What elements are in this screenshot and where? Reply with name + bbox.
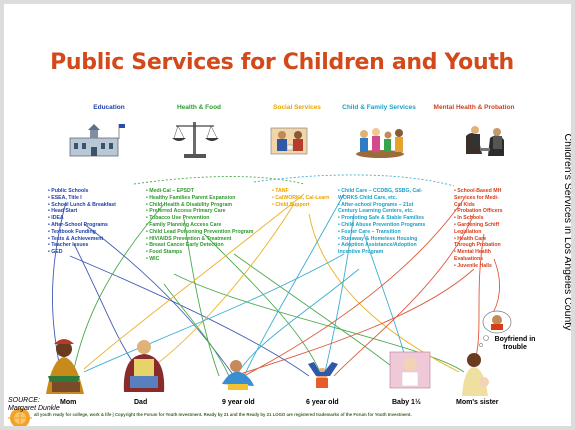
side-title: Children's Services in Los Angeles Count… (562, 133, 571, 331)
list-item: • After-School Programs (48, 221, 108, 228)
source-name: Margaret Dunkle (8, 405, 60, 412)
list-item: • Promoting Safe & Stable Families (338, 215, 424, 222)
list-item: WORKS Child Care, etc. (338, 194, 398, 201)
mom-figure-icon (46, 339, 84, 394)
member-label-moms-sister: Mom's sister (456, 399, 499, 406)
list-item: • Probation Officers (454, 208, 503, 215)
list-item: • Adoption Assistance/Adoption (338, 242, 417, 249)
boyfriend-label: Boyfriend in trouble (494, 336, 536, 351)
mental-health-list: • School-Based MH Services for Medi- Cal… (454, 188, 534, 270)
education-list: • Public Schools • ESEA, Title I • Schoo… (48, 188, 116, 256)
list-item: • Preferred Access Primary Care (146, 208, 226, 215)
list-item: • Healthy Families Parent Expansion (146, 194, 236, 201)
list-item: Through Probation (454, 242, 501, 249)
ready-by-21-logo-icon (8, 406, 32, 426)
list-item: • Child Support (272, 201, 310, 208)
list-item: • Textbook Funding (48, 228, 96, 235)
list-item: • IDEA (48, 215, 64, 222)
list-item: • Mental Health (454, 249, 491, 256)
member-label-dad: Dad (134, 399, 148, 406)
list-item: • Teacher Issues (48, 242, 89, 249)
category-social-services: Social Services (273, 104, 321, 111)
list-item: • CalWORKs, Cal-Learn (272, 194, 330, 201)
scale-of-justice-icon (172, 122, 219, 158)
diagram-art (8, 122, 512, 426)
list-item: • Tests & Achievement (48, 235, 104, 242)
category-health-food: Health & Food (176, 104, 222, 111)
list-item: Century Learning Centers, etc. (338, 208, 414, 215)
list-item: • TANF (272, 188, 289, 194)
list-item: Services for Medi- (454, 194, 499, 201)
list-item: • Child Abuse Prevention Programs (338, 221, 426, 228)
category-education: Education (93, 104, 125, 111)
list-item: • Head Start (48, 208, 78, 215)
category-mental-health: Mental Health & Probation (433, 104, 515, 111)
list-item: • Child Care – CCDBG, SSBG, Cal- (338, 188, 423, 194)
moms-sister-figure-icon (462, 353, 489, 396)
list-item: • WIC (146, 255, 160, 262)
list-item: • Foster Care – Transition (338, 228, 401, 235)
family-meeting-icon (356, 128, 404, 158)
list-item: Legislation (454, 228, 482, 235)
member-label-baby: Baby 1½ (392, 399, 421, 406)
member-label-nine-year-old: 9 year old (222, 399, 255, 406)
list-item: • In Schools (454, 215, 484, 222)
social-worker-icon (270, 127, 308, 155)
six-year-old-figure-icon (308, 362, 338, 388)
list-item: Cal Kids (454, 201, 475, 208)
source-credit: SOURCE: Margaret Dunkle (8, 397, 60, 413)
member-label-six-year-old: 6 year old (306, 399, 339, 406)
list-item: • Juvenile Halls (454, 262, 492, 269)
list-item: • Health Care (454, 235, 487, 242)
list-item: • HIV/AIDS Prevention & Treatment (146, 235, 232, 242)
list-item: • Tobacco Use Prevention (146, 215, 210, 222)
health-food-list: • Medi-Cal – EPSDT • Healthy Families Pa… (146, 188, 264, 263)
boyfriend-thought-bubble-icon (479, 310, 512, 347)
list-item: • Medi-Cal – EPSDT (146, 188, 194, 194)
nine-year-old-figure-icon (222, 360, 254, 390)
baby-figure-icon (389, 351, 431, 389)
social-services-list: • TANF • CalWORKs, Cal-Learn • Child Sup… (272, 188, 329, 208)
list-item: • Family Planning Access Care (146, 221, 222, 228)
list-item: • School Lunch & Breakfast (48, 201, 116, 208)
category-child-family: Child & Family Services (342, 104, 416, 111)
list-item: Incentive Program (338, 249, 384, 256)
list-item: • Breast Cancer Early Detection (146, 242, 224, 249)
member-label-mom: Mom (60, 399, 77, 406)
list-item: • Child Lead Poisoning Prevention Progra… (146, 228, 254, 235)
source-label: SOURCE: (8, 397, 40, 404)
list-item: • School-Based MH (454, 188, 502, 194)
list-item: • Food Stamps (146, 249, 183, 256)
list-item: • Child Health & Disability Program (146, 201, 232, 208)
footer-text: all youth ready for college, work & life… (34, 412, 412, 417)
list-item: • Gardening Schiff (454, 221, 500, 228)
page-title: Public Services for Children and Youth (50, 50, 514, 75)
list-item: Evaluations (454, 255, 484, 262)
list-item: • GED (48, 249, 63, 256)
slide: Public Services for Children and Youth E… (4, 4, 571, 426)
child-family-list: • Child Care – CCDBG, SSBG, Cal- WORKS C… (338, 188, 448, 256)
therapist-session-icon (466, 126, 504, 156)
school-building-icon (69, 124, 125, 157)
list-item: • After-school Programs – 21st (338, 201, 414, 208)
list-item: • Runaway & Homeless Housing (338, 235, 418, 242)
list-item: • ESEA, Title I (48, 194, 82, 201)
list-item: • Public Schools (48, 188, 89, 194)
dad-figure-icon (123, 340, 165, 392)
